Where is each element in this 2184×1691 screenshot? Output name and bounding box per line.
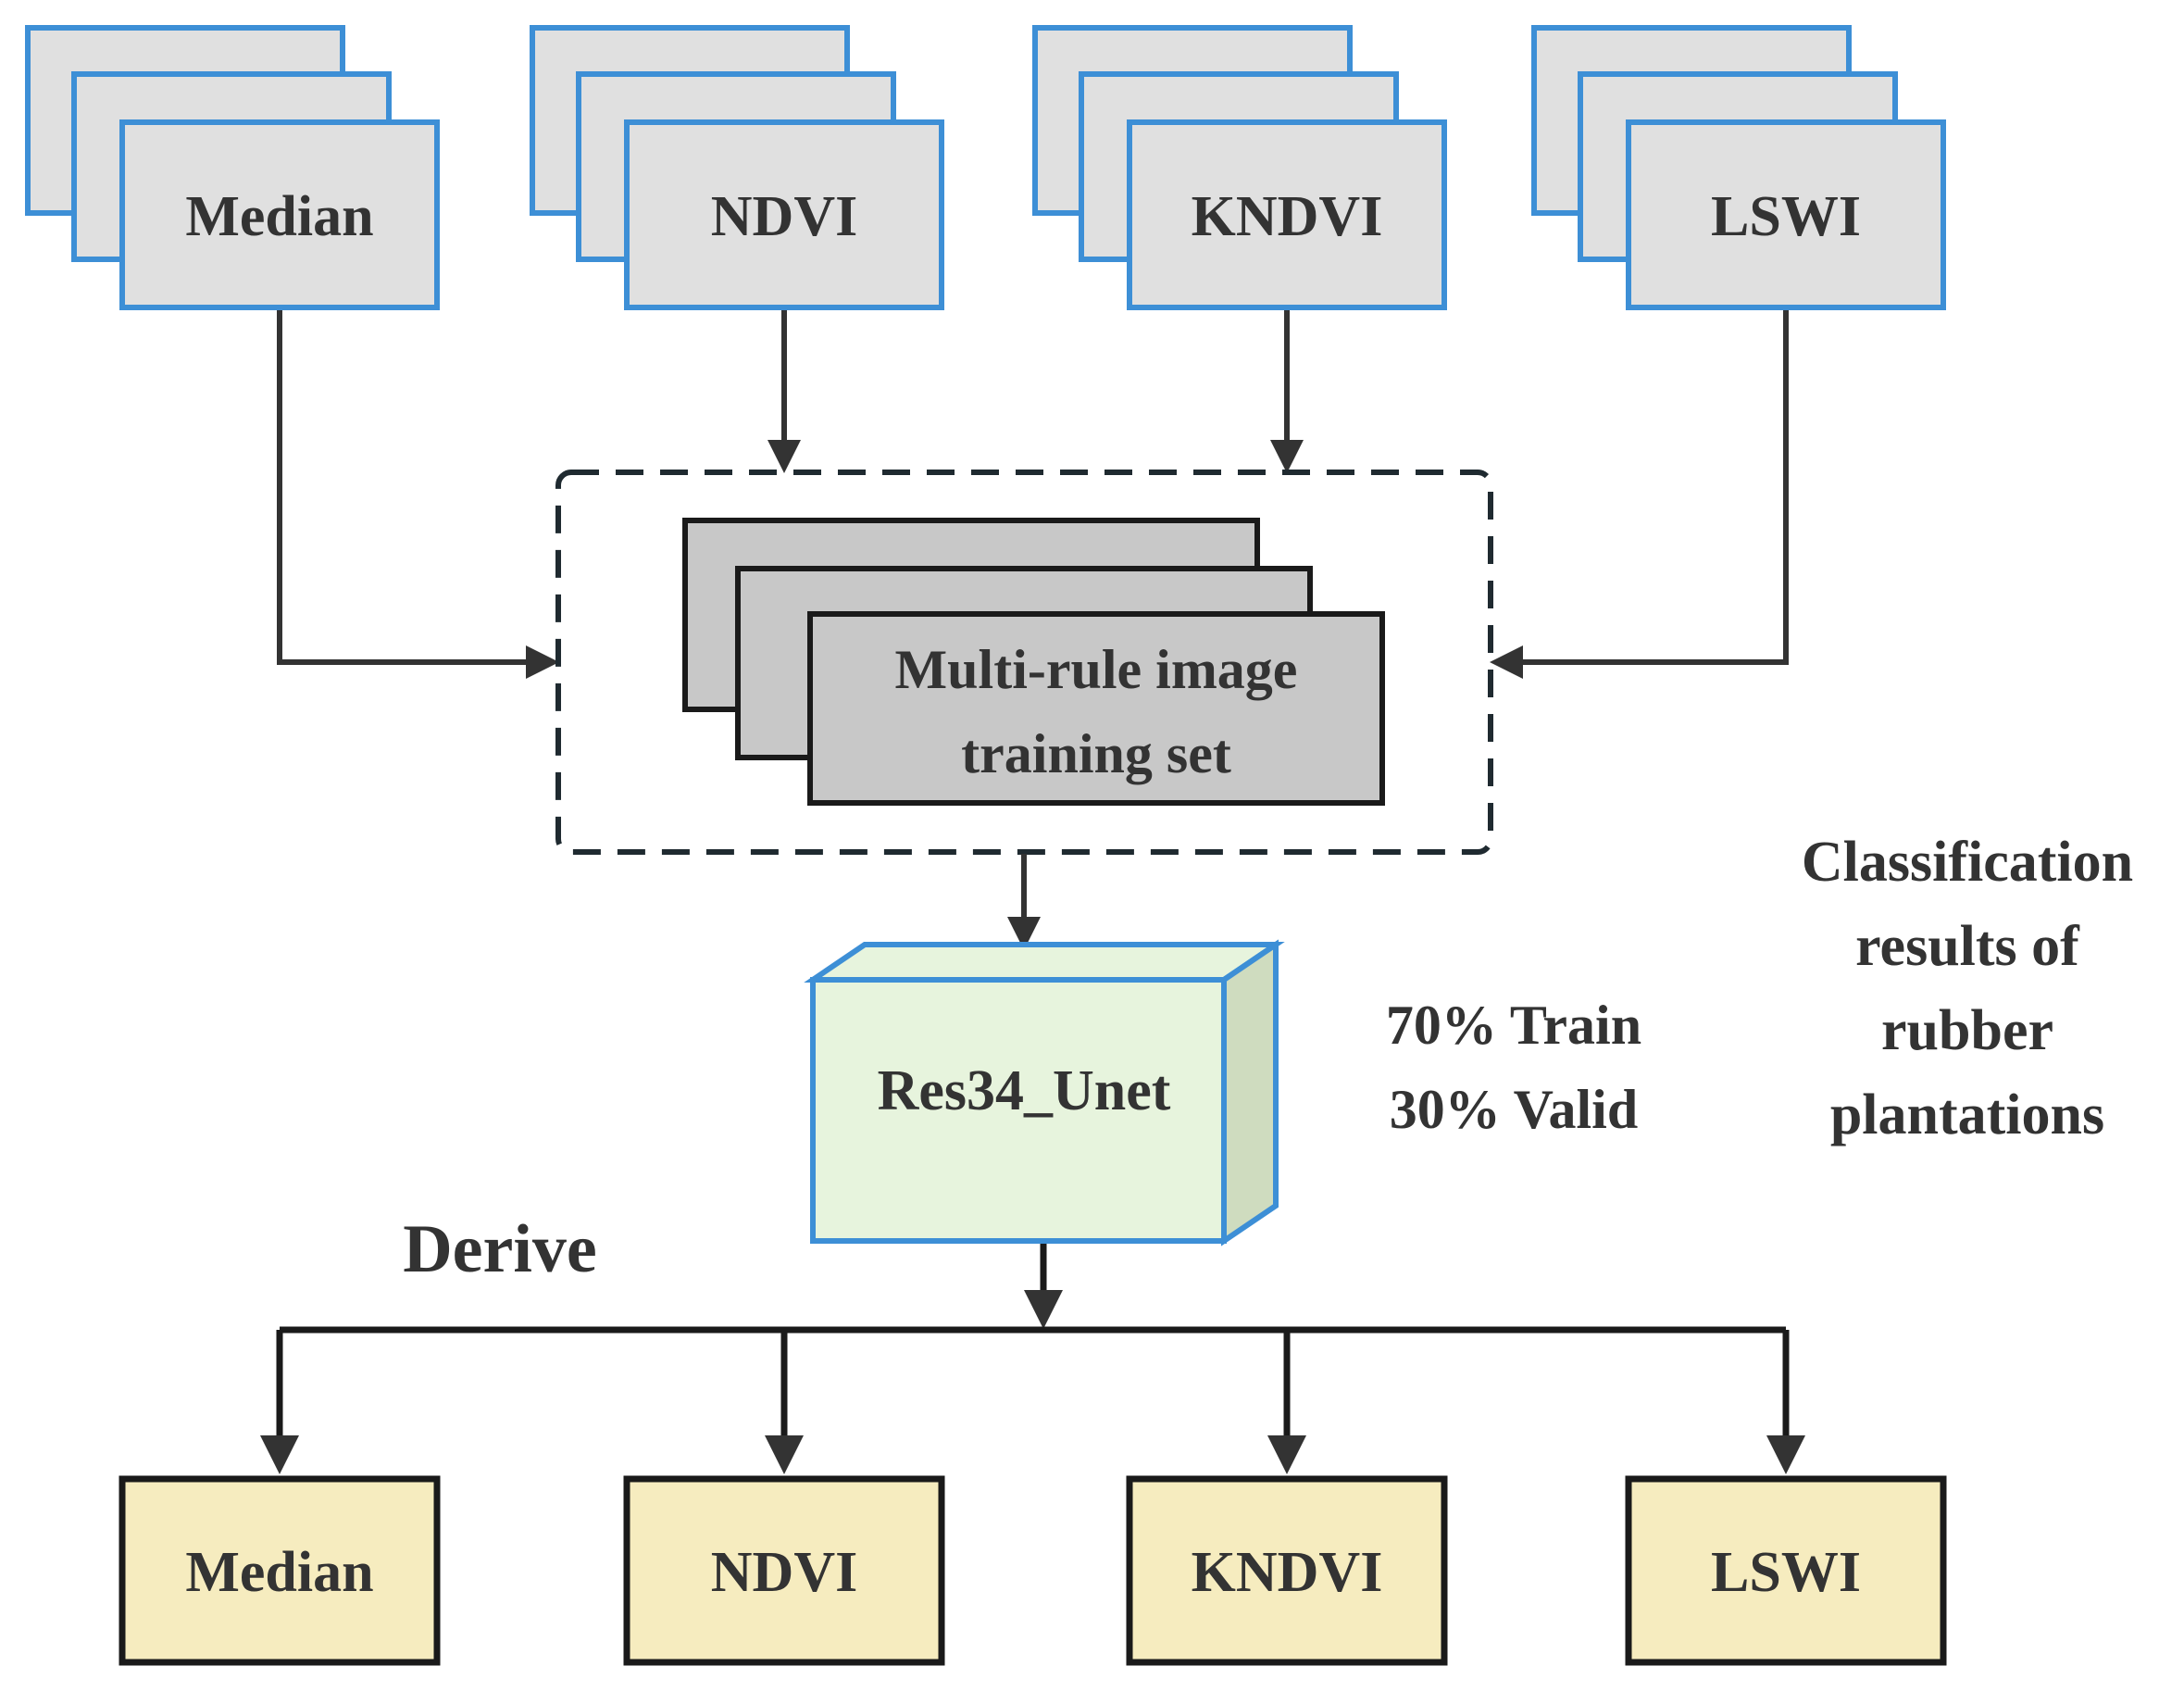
model-box-side [1221,939,1279,1246]
input-stack-kndvi: KNDVI [1032,25,1447,310]
input-label-ndvi: NDVI [711,185,857,248]
training-set-container [555,470,1493,855]
input-stack-ndvi: NDVI [530,25,944,310]
training-set-title-line1: Multi-rule image [895,639,1298,700]
input-arrows [277,310,1789,679]
output-box-kndvi: KNDVI [1126,1475,1448,1666]
model-box: Res34_Unet [804,939,1285,1246]
arrow-median-to-training [277,310,559,679]
results-caption-line1: Classification [1802,831,2133,894]
input-label-kndvi: KNDVI [1192,185,1383,248]
output-label-ndvi: NDVI [711,1541,857,1604]
training-set-stack: Multi-rule image training set [682,518,1385,806]
output-label-kndvi: KNDVI [1192,1541,1383,1604]
model-box-top [804,942,1285,983]
input-label-lswi: LSWI [1711,185,1861,248]
results-caption: Classification results of rubber plantat… [1802,831,2133,1146]
output-box-median: Median [119,1475,441,1666]
output-arrows [260,1244,1805,1474]
output-box-ndvi: NDVI [623,1475,945,1666]
train-split-label: 70% Train [1386,995,1641,1056]
derive-label: Derive [403,1211,597,1287]
results-caption-line4: plantations [1830,1083,2104,1146]
training-set-title-line2: training set [961,723,1231,784]
results-caption-line3: rubber [1881,999,2053,1062]
output-label-median: Median [185,1541,373,1604]
input-label-median: Median [185,185,373,248]
model-box-front [810,977,1227,1244]
input-stack-lswi: LSWI [1531,25,1946,310]
output-label-lswi: LSWI [1711,1541,1861,1604]
results-caption-line2: results of [1855,915,2080,978]
input-stack-median: Median [25,25,440,310]
arrow-lswi-to-training [1490,310,1789,679]
model-label: Res34_Unet [878,1059,1171,1122]
valid-split-label: 30% Valid [1390,1079,1638,1140]
output-box-lswi: LSWI [1625,1475,1947,1666]
